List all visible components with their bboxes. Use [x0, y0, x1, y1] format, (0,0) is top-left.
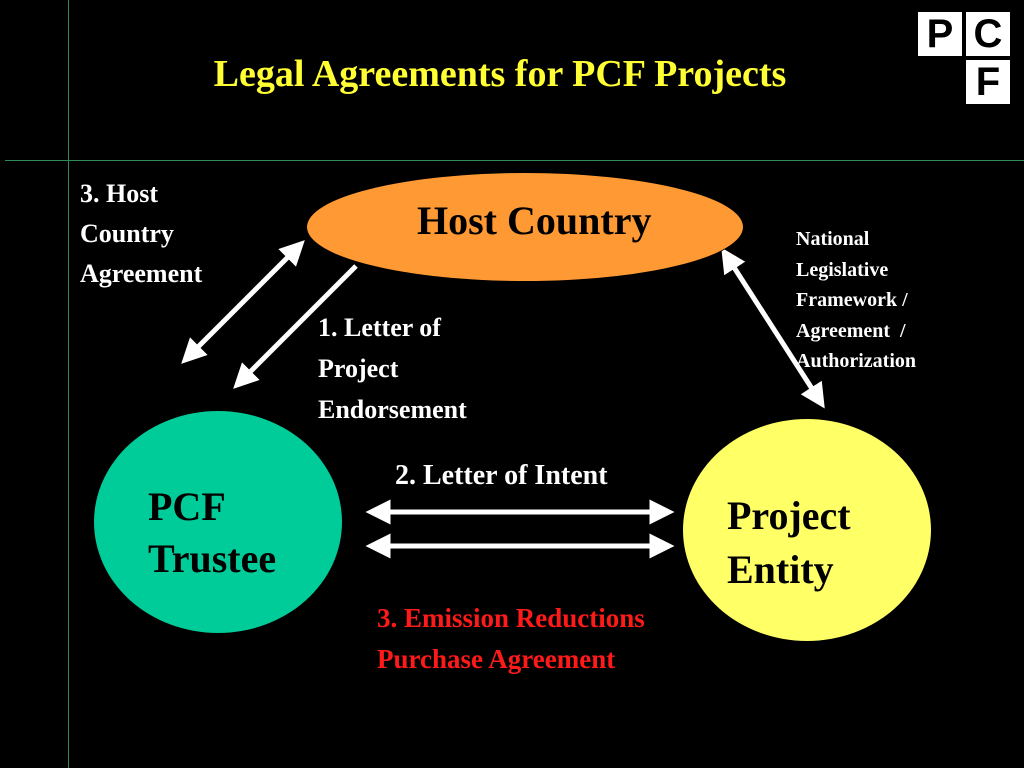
- label-national-framework: National Legislative Framework / Agreeme…: [796, 228, 916, 372]
- label-erpa: 3. Emission Reductions Purchase Agreemen…: [377, 603, 645, 674]
- pcf-logo: P C F: [916, 10, 1016, 110]
- project-entity-label: Project Entity: [727, 493, 851, 592]
- label-letter-of-intent: 2. Letter of Intent: [395, 460, 608, 491]
- logo-letter-f: F: [964, 58, 1012, 106]
- slide-title: Legal Agreements for PCF Projects: [213, 53, 787, 95]
- vertical-rule: [68, 0, 69, 768]
- node-project-entity: Project Entity: [682, 418, 932, 642]
- arrow-host-country-agreement: [181, 240, 305, 364]
- logo-letter-c: C: [964, 10, 1012, 58]
- arrow-national-framework: [721, 247, 825, 409]
- arrow-letter-of-endorsement: [233, 264, 358, 389]
- host-country-label: Host Country: [417, 198, 652, 243]
- label-host-country-agreement: 3. Host Country Agreement: [80, 179, 203, 288]
- pcf-trustee-label: PCF Trustee: [148, 484, 277, 581]
- horizontal-rule: [5, 160, 1024, 161]
- node-pcf-trustee: PCF Trustee: [93, 410, 343, 634]
- node-host-country: Host Country: [306, 172, 744, 282]
- label-letter-of-endorsement: 1. Letter of Project Endorsement: [318, 313, 467, 424]
- logo-letter-p: P: [916, 10, 964, 58]
